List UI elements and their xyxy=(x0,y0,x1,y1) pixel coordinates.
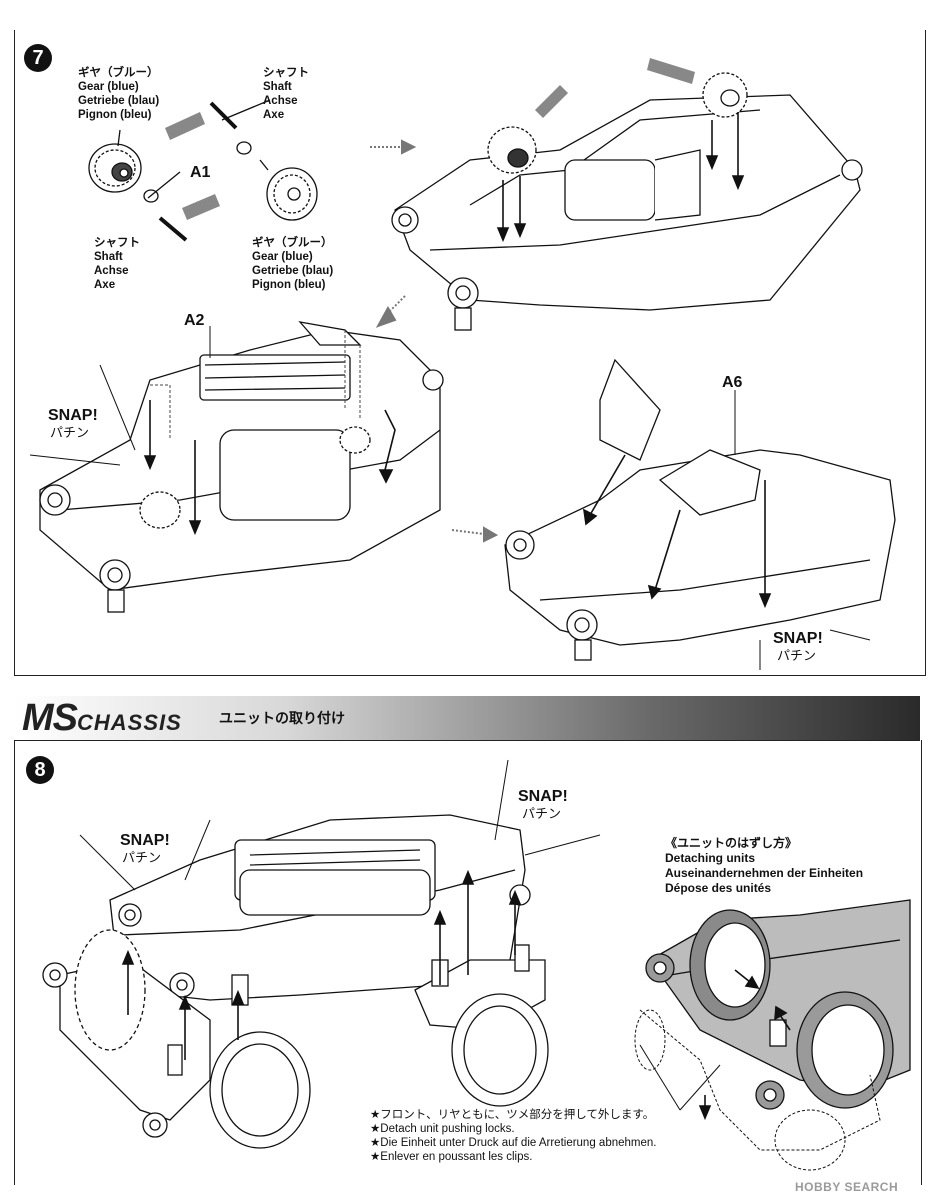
step7-number: 7 xyxy=(24,44,52,72)
snap-label-right-7: SNAP! パチン xyxy=(773,630,823,663)
shaft-bottom-label: シャフト Shaft Achse Axe xyxy=(94,237,140,291)
shaft-icon xyxy=(158,101,238,242)
callout-a6: A6 xyxy=(722,374,743,391)
gear-blue-icon-2 xyxy=(266,167,318,221)
section-banner: MSCHASSIS ユニットの取り付け xyxy=(14,696,920,741)
gear-top-label: ギヤ（ブルー） Gear (blue) Getriebe (blau) Pign… xyxy=(78,67,160,121)
shaft-top-label: シャフト Shaft Achse Axe xyxy=(263,67,309,121)
gear-blue-icon xyxy=(88,143,142,193)
callout-a1: A1 xyxy=(190,164,211,181)
step7-frame xyxy=(14,30,926,676)
snap-label-left-7: SNAP! パチン xyxy=(48,407,98,440)
ms-chassis-logo: MSCHASSIS xyxy=(22,697,182,739)
chassis-top-right xyxy=(391,94,863,331)
chassis-middle-right xyxy=(504,358,896,661)
step7-diagram xyxy=(29,58,896,670)
gear-bottom-label: ギヤ（ブルー） Gear (blue) Getriebe (blau) Pign… xyxy=(252,237,334,291)
watermark: HOBBY SEARCH xyxy=(795,1180,899,1194)
chassis-middle-left xyxy=(39,321,444,613)
banner-subtitle: ユニットの取り付け xyxy=(219,710,345,726)
detach-notes: ★フロント、リヤともに、ツメ部分を押して外します。 ★Detach unit p… xyxy=(370,1109,657,1163)
detach-title: 《ユニットのはずし方》 Detaching units Auseinandern… xyxy=(665,836,864,895)
step8-number: 8 xyxy=(26,756,54,784)
snap-label-left-8: SNAP! パチン xyxy=(120,832,170,865)
step8-frame xyxy=(14,740,922,1185)
callout-a2: A2 xyxy=(184,312,205,329)
snap-label-right-8: SNAP! パチン xyxy=(518,788,568,821)
